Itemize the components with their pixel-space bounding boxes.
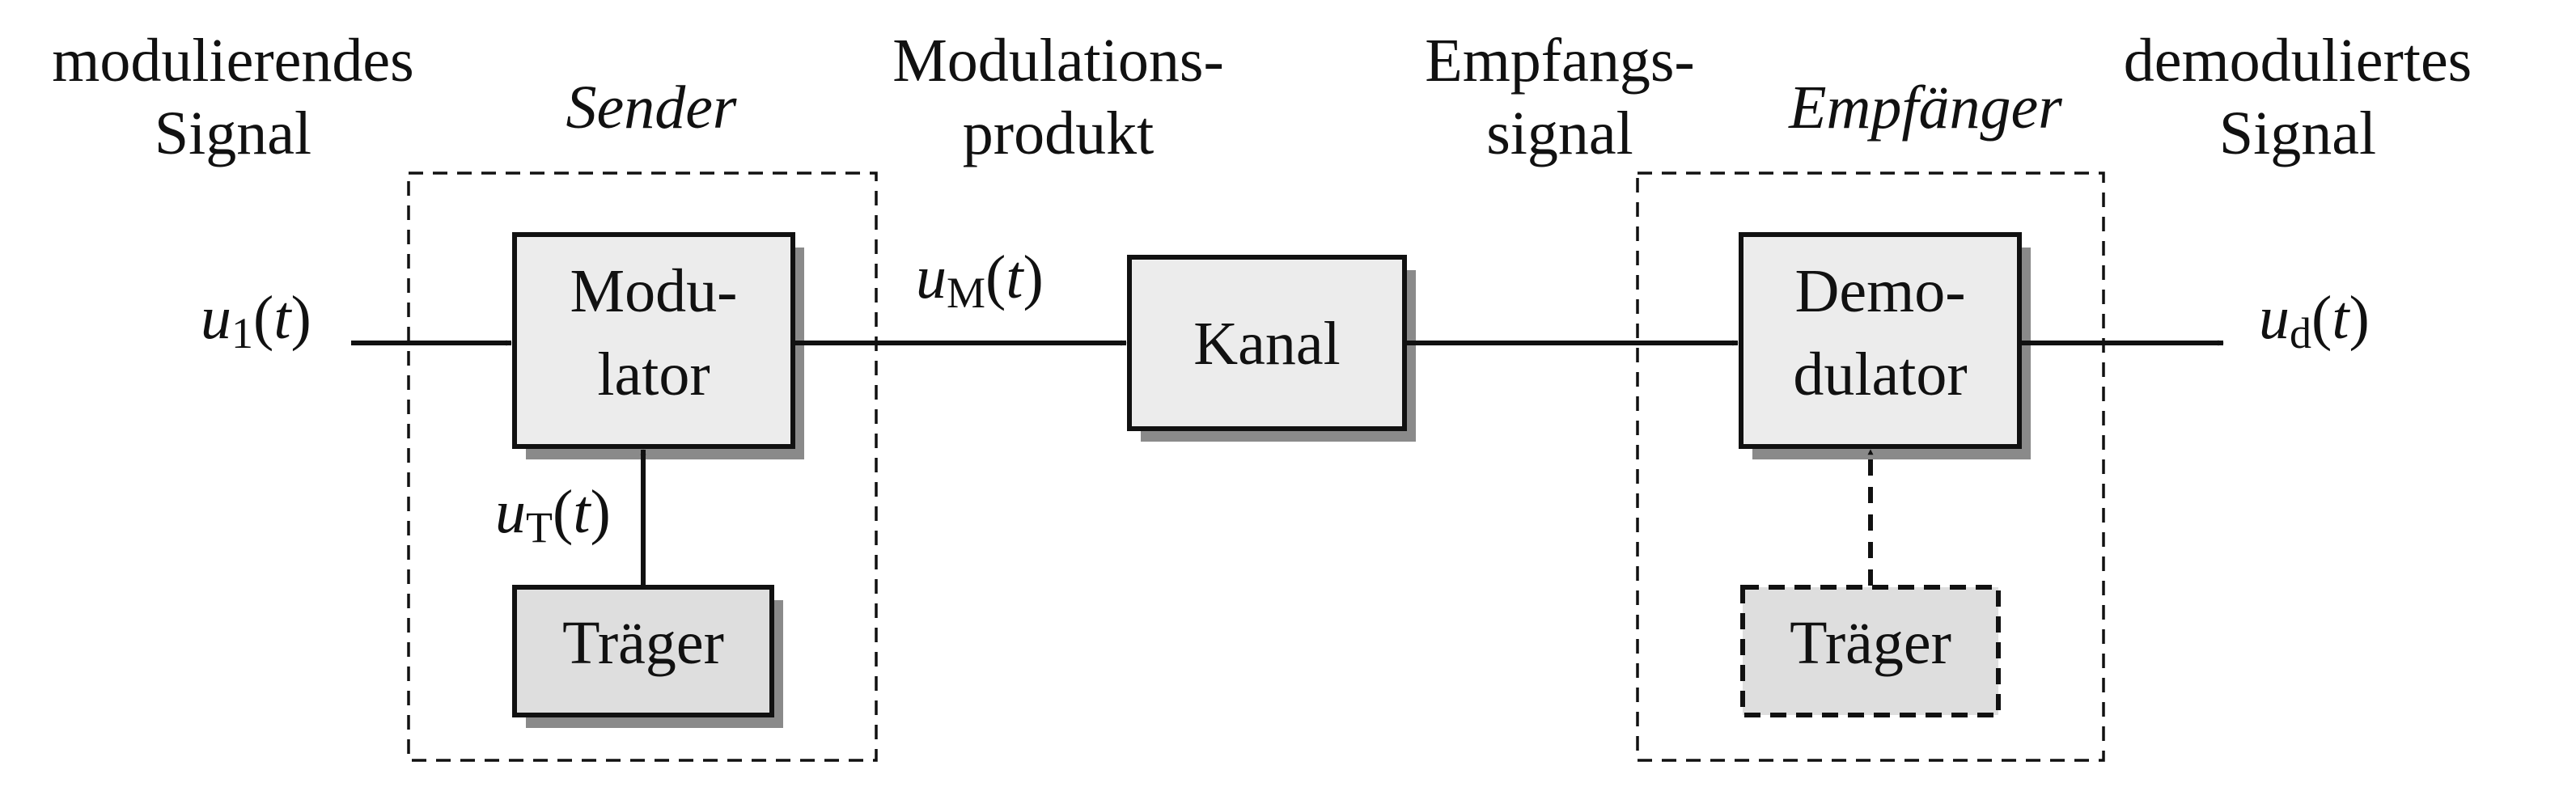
output-header-line2: Signal (2219, 99, 2376, 167)
modulator-label-line1: Modu- (570, 257, 738, 325)
received-header-line1: Empfangs- (1425, 27, 1694, 95)
input-header-line1: modulierendes (52, 27, 413, 95)
carrier-rx-block (1740, 585, 2001, 717)
channel-label: Kanal (1193, 310, 1340, 378)
output-header-line1: demoduliertes (2124, 27, 2472, 95)
demodulator-label-line2: dulator (1793, 341, 1967, 408)
modulator-block (512, 232, 795, 449)
demodulator-label-line1: Demo- (1794, 257, 1965, 325)
signal-ud-label: ud(t) (2259, 284, 2370, 358)
signal-u1-label: u1(t) (201, 284, 311, 358)
input-header-line2: Signal (155, 99, 311, 167)
carrier-tx-label: Träger (562, 609, 724, 677)
signal-uT-label: uT(t) (495, 478, 611, 552)
carrier-rx-label: Träger (1790, 609, 1951, 677)
sender-label: Sender (566, 74, 736, 142)
received-header-line2: signal (1486, 99, 1633, 167)
mod-product-header-line2: produkt (963, 99, 1154, 167)
modulator-label-line2: lator (597, 341, 710, 408)
mod-product-header-line1: Modulations- (892, 27, 1224, 95)
carrier-tx-block (512, 585, 774, 717)
signal-uM-label: uM(t) (916, 243, 1044, 317)
receiver-label: Empfänger (1788, 74, 2062, 142)
receiver-frame (1636, 171, 2105, 762)
sender-frame (407, 171, 878, 762)
